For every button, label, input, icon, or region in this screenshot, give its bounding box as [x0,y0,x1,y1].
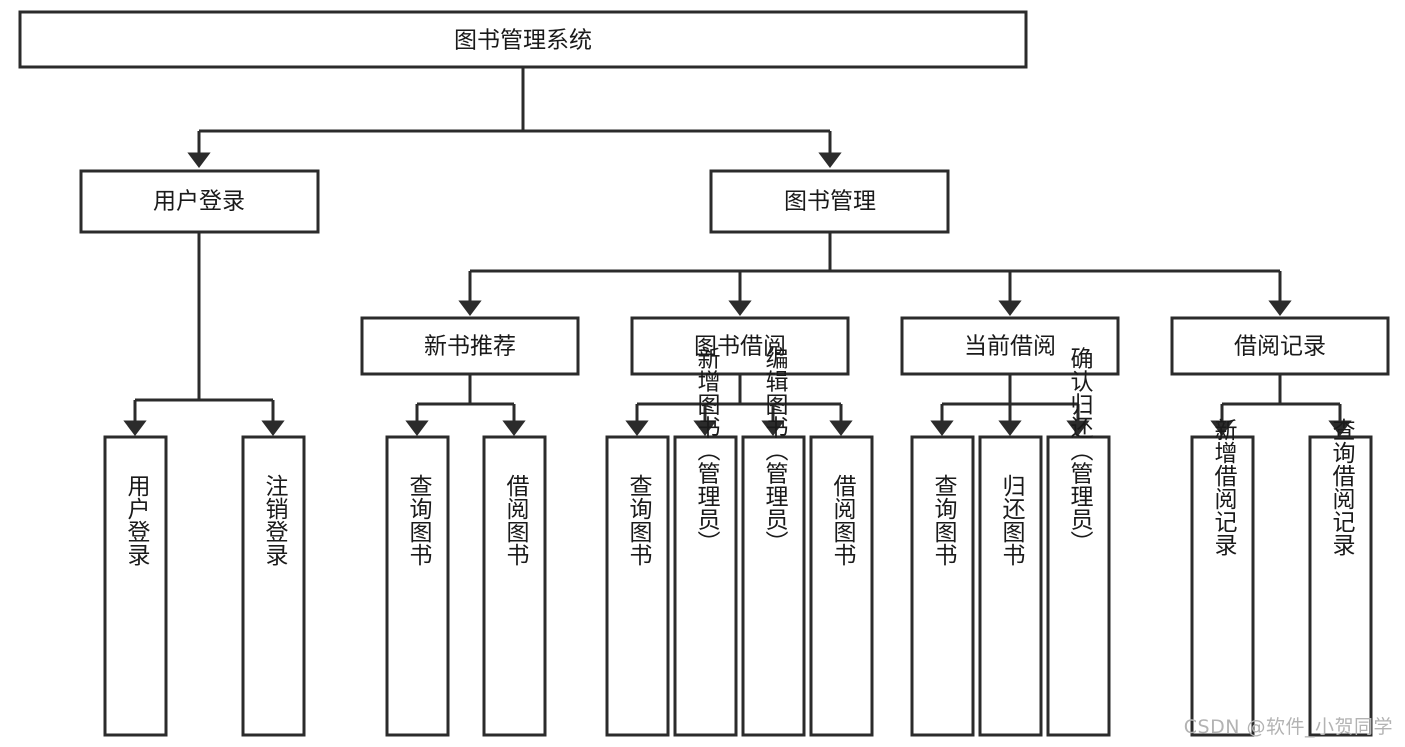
node-book-borrow-label: 图书借阅 [694,334,786,360]
node-current-borrow[interactable]: 当前借阅 [900,316,1120,376]
edges-book-borrow-to-leaves [625,374,853,436]
leaf-current-borrow-query[interactable]: 查询图书 [910,435,975,737]
leaf-new-book-borrow-label: 借阅图书 [502,474,530,566]
leaf-book-borrow-borrow-label: 借阅图书 [829,474,857,566]
leaf-user-login-login[interactable]: 用户登录 [103,435,168,737]
leaf-user-login-login-label: 用户登录 [123,474,151,566]
node-book-borrow[interactable]: 图书借阅 [630,316,850,376]
leaf-book-borrow-edit-label: 编辑图书（管理员） [761,347,789,554]
leaf-current-borrow-confirm-label: 确认归还（管理员） [1066,347,1094,554]
node-new-book-recommend-label: 新书推荐 [424,334,516,360]
node-book-management-label: 图书管理 [784,189,876,215]
leaf-borrow-record-add-label: 新增借阅记录 [1210,418,1238,556]
edges-root-to-level2 [187,67,842,168]
node-root-label: 图书管理系统 [454,28,592,54]
leaf-new-book-borrow[interactable]: 借阅图书 [482,435,547,737]
leaf-borrow-record-add[interactable]: 新增借阅记录 [1190,418,1255,737]
node-borrow-record[interactable]: 借阅记录 [1170,316,1390,376]
leaf-user-login-logout[interactable]: 注销登录 [241,435,306,737]
node-borrow-record-label: 借阅记录 [1234,334,1326,360]
leaf-current-borrow-confirm[interactable]: 确认归还（管理员） [1046,347,1111,737]
leaf-current-borrow-return-label: 归还图书 [998,474,1026,566]
node-user-login-label: 用户登录 [153,189,245,215]
edges-current-borrow-to-leaves [930,374,1090,436]
leaf-user-login-logout-label: 注销登录 [261,474,289,566]
leaf-book-borrow-borrow[interactable]: 借阅图书 [809,435,874,737]
leaf-new-book-query[interactable]: 查询图书 [385,435,450,737]
leaf-borrow-record-query[interactable]: 查询借阅记录 [1308,418,1373,737]
leaf-borrow-record-query-label: 查询借阅记录 [1328,418,1356,556]
leaf-book-borrow-add-label: 新增图书（管理员） [693,347,721,554]
node-current-borrow-label: 当前借阅 [964,334,1056,360]
node-user-login[interactable]: 用户登录 [79,169,320,234]
node-root-system[interactable]: 图书管理系统 [18,10,1028,69]
edges-borrow-record-to-leaves [1210,374,1352,436]
leaf-book-borrow-query[interactable]: 查询图书 [605,435,670,737]
leaf-book-borrow-edit[interactable]: 编辑图书（管理员） [741,347,806,737]
node-new-book-recommend[interactable]: 新书推荐 [360,316,580,376]
leaf-book-borrow-add[interactable]: 新增图书（管理员） [673,347,738,737]
edges-user-login-to-leaves [123,232,285,436]
edges-new-book-to-leaves [405,374,526,436]
leaf-book-borrow-query-label: 查询图书 [625,474,653,566]
leaf-new-book-query-label: 查询图书 [405,474,433,566]
node-book-management[interactable]: 图书管理 [709,169,950,234]
leaf-current-borrow-query-label: 查询图书 [930,474,958,566]
leaf-current-borrow-return[interactable]: 归还图书 [978,435,1043,737]
edges-book-management-to-level3 [458,232,1292,316]
